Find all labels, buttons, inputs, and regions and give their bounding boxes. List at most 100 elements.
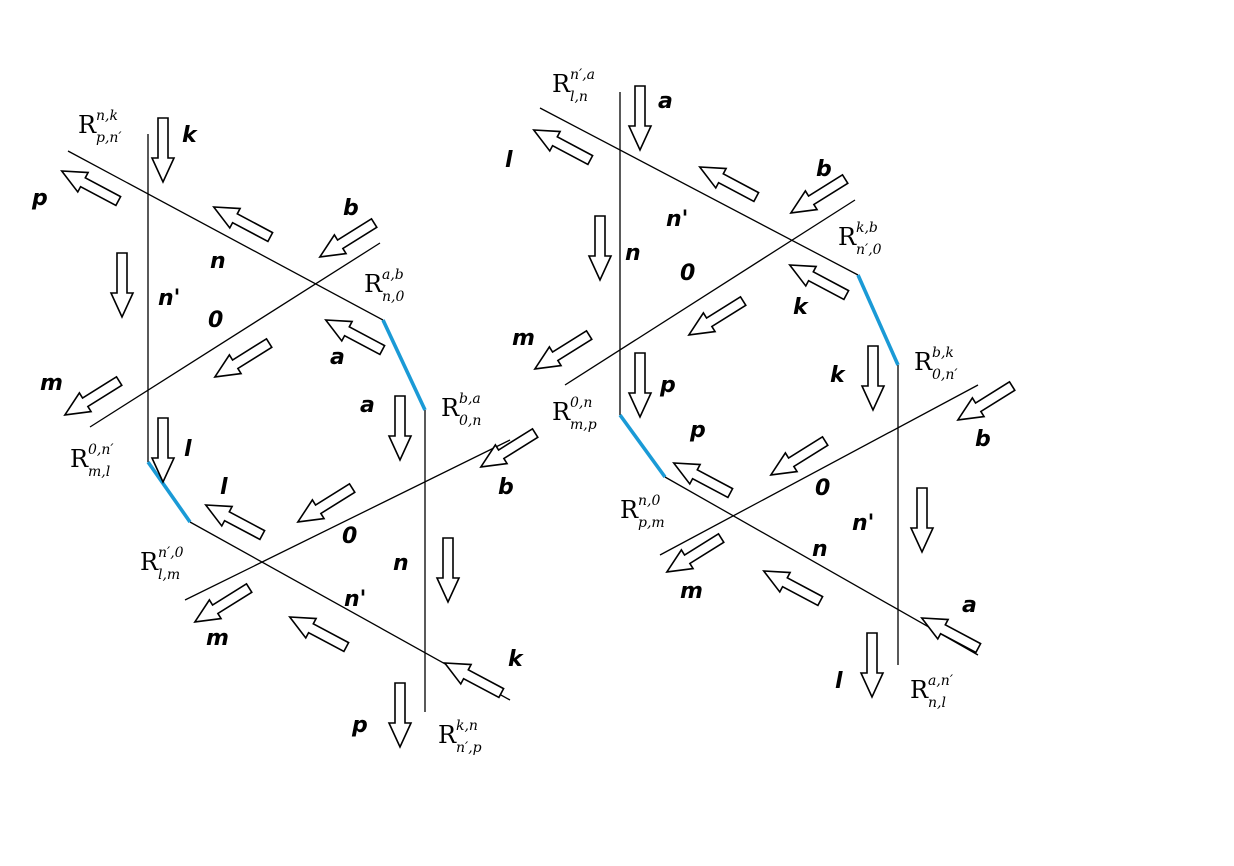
strand-line (659, 384, 979, 556)
strand-label: n' (158, 286, 180, 311)
svg-text:R: R (78, 111, 97, 139)
strand-label: k (508, 647, 524, 672)
arrow-icon (859, 632, 885, 699)
r-matrix-label: R 0,n′ m,l (70, 442, 114, 480)
arrow-icon (533, 329, 593, 370)
arrow-icon (587, 215, 613, 282)
strand-line (539, 107, 859, 276)
strand-label: l (835, 669, 843, 694)
svg-text:R: R (438, 721, 457, 749)
arrow-icon (109, 252, 135, 319)
strand-label: 0 (815, 476, 830, 501)
arrow-icon (324, 319, 386, 356)
r-matrix-label: R a,b n,0 (364, 267, 404, 305)
svg-text:a,b: a,b (382, 267, 404, 283)
arrow-icon (479, 427, 539, 468)
boundary-segment (856, 274, 900, 366)
boundary-segment (381, 319, 427, 411)
strand-label: b (498, 475, 514, 500)
svg-text:n′,0: n′,0 (856, 242, 882, 258)
arrow-icon (443, 662, 505, 699)
svg-text:n′,a: n′,a (570, 67, 595, 83)
svg-text:k,n: k,n (456, 718, 478, 734)
strand-label: a (962, 593, 977, 618)
svg-text:0,n′: 0,n′ (932, 367, 958, 383)
arrow-icon (150, 417, 176, 484)
arrow-icon (288, 616, 350, 653)
boundary-segment (146, 460, 192, 524)
strand-line (184, 439, 511, 601)
strand-label: l (220, 475, 228, 500)
strand-label: l (505, 148, 513, 173)
svg-text:R: R (140, 548, 159, 576)
arrow-icon (387, 682, 413, 749)
svg-text:R: R (441, 394, 460, 422)
r-matrix-label: R b,a 0,n (441, 391, 481, 429)
strand-label: k (830, 363, 846, 388)
svg-text:0,n: 0,n (570, 395, 592, 411)
strand-label: m (40, 371, 63, 396)
svg-text:n,k: n,k (96, 108, 118, 124)
strand-label: l (184, 437, 192, 462)
svg-text:R: R (70, 445, 89, 473)
r-matrix-label: R a,n′ n,l (910, 673, 954, 711)
svg-text:l,m: l,m (158, 567, 180, 583)
arrow-icon (532, 129, 594, 166)
arrow-icon (788, 264, 850, 301)
r-matrix-label: R n,k p,n′ (78, 108, 122, 146)
r-matrix-label: R 0,n m,p (552, 395, 597, 433)
svg-text:p,n′: p,n′ (96, 130, 122, 146)
svg-text:b,a: b,a (459, 391, 481, 407)
svg-text:n,l: n,l (928, 695, 946, 711)
svg-text:R: R (910, 676, 929, 704)
left-diagram: k p b n n' 0 a m a l b l 0 n n' m k p R … (31, 108, 539, 756)
svg-text:R: R (914, 348, 933, 376)
strand-line (564, 199, 856, 386)
svg-text:m,l: m,l (88, 464, 110, 480)
svg-text:R: R (552, 398, 571, 426)
strand-label: n' (852, 511, 874, 536)
arrow-icon (212, 206, 274, 243)
strand-label: n' (666, 207, 688, 232)
boundary-segment (618, 413, 667, 479)
strand-label: a (360, 393, 375, 418)
arrow-icon (769, 435, 829, 476)
arrow-icon (387, 395, 413, 462)
strand-label: p (351, 713, 368, 738)
strand-label: a (658, 89, 673, 114)
arrow-icon (920, 617, 982, 654)
strand-line (664, 476, 979, 656)
strand-label: n (812, 537, 828, 562)
strand-label: k (793, 295, 809, 320)
svg-text:a,n′: a,n′ (928, 673, 954, 689)
strand-label: n (393, 551, 409, 576)
svg-text:n′,p: n′,p (456, 740, 482, 756)
strand-label: n (625, 241, 641, 266)
arrow-icon (909, 487, 935, 554)
strand-label: b (816, 157, 832, 182)
strand-label: p (659, 373, 676, 398)
arrow-icon (627, 352, 653, 419)
arrow-icon (193, 582, 253, 623)
arrow-icon (296, 482, 356, 523)
svg-text:0,n′: 0,n′ (88, 442, 114, 458)
strand-label: n (210, 249, 226, 274)
arrow-icon (204, 504, 266, 541)
arrow-icon (956, 380, 1016, 421)
svg-text:p,m: p,m (638, 515, 665, 531)
strand-line (67, 150, 384, 321)
strand-label: p (689, 418, 706, 443)
arrow-icon (213, 337, 273, 378)
arrow-icon (672, 462, 734, 499)
svg-text:b,k: b,k (932, 345, 954, 361)
r-matrix-label: R n,0 p,m (620, 493, 665, 531)
r-matrix-label: R k,n n′,p (438, 718, 482, 756)
arrow-icon (435, 537, 461, 604)
strand-label: 0 (342, 524, 357, 549)
strand-label: p (31, 186, 48, 211)
svg-text:m,p: m,p (570, 417, 597, 433)
strand-label: m (206, 626, 229, 651)
strand-label: b (343, 196, 359, 221)
arrow-icon (60, 170, 122, 207)
